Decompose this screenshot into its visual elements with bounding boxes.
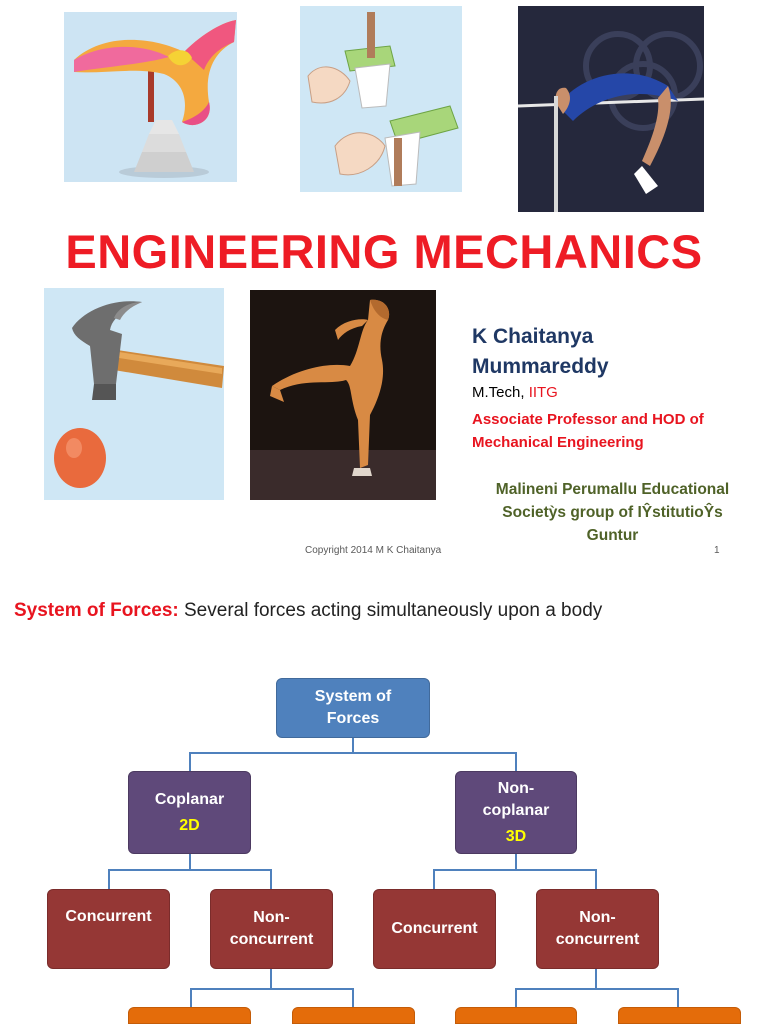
orange-node: [128, 1007, 251, 1024]
slide-title: ENGINEERING MECHANICS: [65, 225, 703, 278]
non-coplanar-concurrent-node: Concurrent: [373, 889, 496, 969]
connector-line: [595, 969, 597, 989]
orange-node: [618, 1007, 741, 1024]
definition-text: Several forces acting simultaneously upo…: [178, 600, 603, 621]
author-name: K Chaitanya Mummareddy: [472, 322, 609, 382]
connector-line: [515, 853, 517, 870]
non-coplanar-concurrent-label: Concurrent: [391, 920, 478, 937]
institution-name: Malineni Perumallu Educational Societỳs …: [470, 478, 755, 547]
author-name-line2: Mummareddy: [472, 355, 609, 378]
paper-cup-and-card-picture: [300, 6, 462, 192]
non-coplanar-line1: Non-: [497, 779, 535, 797]
connector-line: [352, 737, 354, 753]
author-designation: Associate Professor and HOD of Mechanica…: [472, 408, 752, 454]
connector-line: [677, 988, 679, 1008]
connector-line: [189, 752, 517, 754]
non-coplanar-non-concurrent-node: Non- concurrent: [536, 889, 659, 969]
root-node-system-of-forces: System of Forces: [276, 678, 430, 738]
orange-node: [292, 1007, 415, 1024]
connector-line: [108, 869, 110, 889]
connector-line: [270, 969, 272, 989]
root-node-line1: System of: [314, 688, 392, 705]
connector-line: [190, 988, 354, 990]
designation-line2: Mechanical Engineering: [472, 434, 644, 451]
definition: System of Forces: Several forces acting …: [14, 600, 602, 622]
hammer-and-egg-picture: [44, 288, 224, 500]
connector-line: [270, 869, 272, 889]
high-jumper-picture: [518, 6, 704, 212]
non-coplanar-line2: coplanar: [482, 801, 550, 819]
institution-line2: Societỳs group of IŶstitutioŶs: [502, 504, 723, 521]
connector-line: [108, 869, 272, 871]
degree-institute: IITG: [528, 384, 558, 401]
non-coplanar-non-concurrent-line1: Non-: [579, 909, 616, 926]
institution-line1: Malineni Perumallu Educational: [495, 481, 730, 498]
coplanar-dimension: 2D: [179, 816, 200, 834]
coplanar-concurrent-label: Concurrent: [65, 908, 152, 925]
slide-number: 1: [714, 545, 720, 556]
connector-line: [515, 752, 517, 771]
degree-label: M.Tech,: [472, 384, 529, 401]
connector-line: [433, 869, 597, 871]
system-of-forces-slide: System of Forces: Several forces acting …: [0, 565, 768, 1024]
root-node-line2: Forces: [326, 710, 380, 727]
author-name-line1: K Chaitanya: [472, 325, 594, 348]
non-coplanar-non-concurrent-line2: concurrent: [555, 931, 640, 948]
connector-line: [189, 752, 191, 771]
connector-line: [352, 988, 354, 1008]
coplanar-non-concurrent-line2: concurrent: [229, 931, 314, 948]
coplanar-non-concurrent-line1: Non-: [253, 909, 290, 926]
author-degree: M.Tech, IITG: [472, 384, 558, 401]
title-slide: ENGINEERING MECHANICS K Chaitanya Mummar…: [44, 6, 755, 556]
copyright-footer: Copyright 2014 M K Chaitanya: [305, 545, 442, 556]
balancing-bird-toy-picture: [64, 12, 237, 182]
connector-line: [189, 853, 191, 870]
connector-line: [190, 988, 192, 1008]
ice-skater-picture: [250, 290, 436, 500]
connector-line: [433, 869, 435, 889]
non-coplanar-dimension: 3D: [505, 827, 527, 845]
institution-line3: Guntur: [586, 527, 639, 544]
connector-line: [515, 988, 517, 1008]
orange-node: [455, 1007, 577, 1024]
designation-line1: Associate Professor and HOD of: [472, 411, 704, 428]
coplanar-concurrent-node: Concurrent: [47, 889, 170, 969]
definition-term: System of Forces:: [14, 600, 179, 621]
connector-line: [515, 988, 679, 990]
coplanar-node: Coplanar 2D: [128, 771, 251, 854]
connector-line: [595, 869, 597, 889]
coplanar-non-concurrent-node: Non- concurrent: [210, 889, 333, 969]
coplanar-label: Coplanar: [154, 790, 225, 808]
non-coplanar-node: Non- coplanar 3D: [455, 771, 577, 854]
